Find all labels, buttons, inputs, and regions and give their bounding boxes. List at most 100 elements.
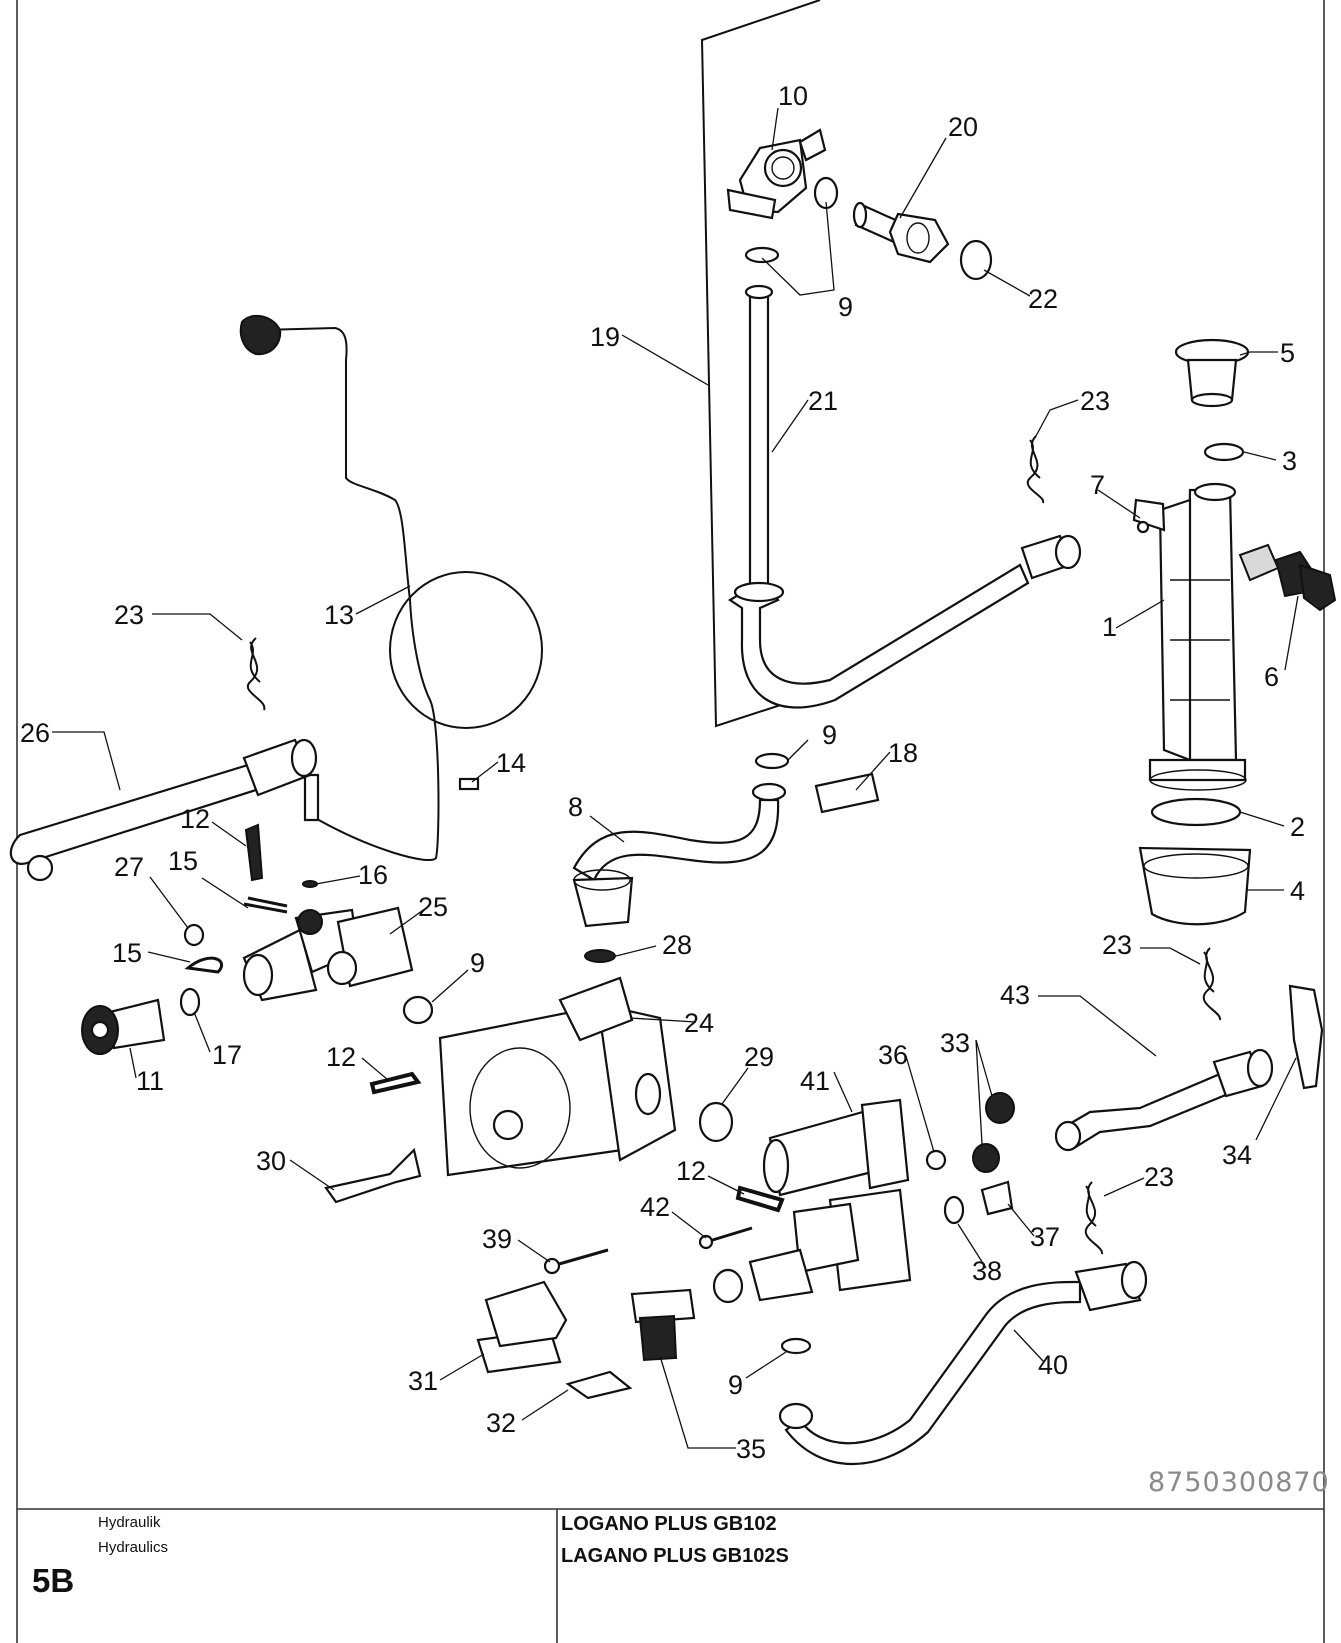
part-12-clip-b (369, 1071, 422, 1095)
callout-label: 23 (1080, 386, 1110, 416)
product-title-line-1: LOGANO PLUS GB102 (561, 1513, 777, 1535)
callout-label: 4 (1290, 876, 1305, 906)
part-23-clip-c (1202, 947, 1221, 1021)
callout-label: 32 (486, 1408, 516, 1438)
callout-label: 42 (640, 1192, 670, 1222)
part-28-ring (584, 949, 616, 963)
part-23-clip-d (1084, 1181, 1103, 1255)
part-4-holder (1138, 846, 1252, 926)
part-37-plug (980, 1180, 1014, 1216)
part-3-o-ring (1203, 442, 1245, 462)
product-title-line-2: LAGANO PLUS GB102S (561, 1545, 789, 1567)
part-38-o-ring (943, 1195, 965, 1225)
part-15-pin-a (243, 896, 288, 914)
part-25-valve-body (242, 906, 414, 1002)
part-40-pipe (778, 1260, 1148, 1466)
part-41-valve-group (712, 1098, 912, 1304)
section-code: 5B (32, 1562, 74, 1599)
callout-label: 9 (822, 720, 837, 750)
callout-label: 43 (1000, 980, 1030, 1010)
callout-label: 1 (1102, 612, 1117, 642)
part-21-pipe (727, 284, 1082, 709)
part-9-seal-ring-c (754, 752, 790, 770)
part-32-clip (565, 1370, 633, 1400)
part-26-pipe (9, 738, 318, 882)
part-29-o-ring (698, 1101, 734, 1143)
part-9-seal-ring-e (780, 1337, 812, 1355)
callout-label: 5 (1280, 338, 1295, 368)
callout-label: 9 (728, 1370, 743, 1400)
callout-label: 25 (418, 892, 448, 922)
part-34-bracket (1288, 984, 1324, 1090)
callout-label: 11 (136, 1066, 164, 1096)
part-18-clamp (814, 772, 880, 814)
part-42-screw-head (698, 1234, 714, 1250)
callout-label: 10 (778, 81, 808, 111)
part-12-clip-c (735, 1185, 785, 1213)
callout-label: 14 (496, 748, 526, 778)
callout-label: 34 (1222, 1140, 1252, 1170)
callout-label: 6 (1264, 662, 1279, 692)
part-2-o-ring (1150, 797, 1242, 827)
part-10-elbow-connector (726, 128, 827, 220)
part-9-seal-ring-d (402, 995, 434, 1025)
part-9-seal-ring-b (744, 246, 780, 264)
part-27-o-ring (183, 923, 205, 947)
callout-label: 24 (684, 1008, 714, 1038)
part-15-pin-b (184, 956, 224, 974)
callout-label: 18 (888, 738, 918, 768)
callout-label: 15 (168, 846, 198, 876)
part-33-ring-a (985, 1092, 1015, 1124)
callout-label: 12 (676, 1156, 706, 1186)
callout-label: 8 (568, 792, 583, 822)
part-8-pipe (572, 782, 787, 928)
callout-label: 41 (800, 1066, 830, 1096)
part-6-fittings (1238, 543, 1337, 612)
subtitle-english: Hydraulics (98, 1539, 168, 1556)
drawing-frame (16, 0, 1325, 1643)
part-23-clip-a (1026, 435, 1045, 504)
callout-label: 7 (1090, 470, 1105, 500)
callout-label: 27 (114, 852, 144, 882)
part-7-screw (1136, 520, 1150, 534)
callout-label: 12 (180, 804, 210, 834)
callout-label: 12 (326, 1042, 356, 1072)
callout-label: 23 (1102, 930, 1132, 960)
part-20-nipple-nut (852, 201, 950, 264)
callout-label: 31 (408, 1366, 438, 1396)
part-39-pin-head (543, 1257, 561, 1275)
callout-label: 40 (1038, 1350, 1068, 1380)
callout-label: 21 (808, 386, 838, 416)
drawing-number: 8750300870 (1148, 1467, 1330, 1498)
part-14-clamp (458, 777, 480, 791)
callout-label: 13 (324, 600, 354, 630)
callout-label: 9 (838, 292, 853, 322)
callout-label: 26 (20, 718, 50, 748)
callout-label: 9 (470, 948, 485, 978)
callout-label: 3 (1282, 446, 1297, 476)
callout-labels: 10 20 9 22 19 21 5 23 3 7 1 6 13 23 26 1… (20, 81, 1305, 1464)
callout-label: 15 (112, 938, 142, 968)
callout-label: 33 (940, 1028, 970, 1058)
callout-label: 35 (736, 1434, 766, 1464)
part-31-cover (476, 1280, 568, 1374)
part-22-seal-ring (959, 239, 993, 281)
part-30-bracket (324, 1147, 422, 1204)
part-23-clip-b (246, 637, 266, 711)
part-43-pipe (1054, 1048, 1274, 1152)
callout-label: 19 (590, 322, 620, 352)
part-13-sensor-cable (239, 314, 543, 862)
part-17-o-ring (179, 987, 201, 1017)
leader-lines (52, 107, 1299, 1449)
part-24-pump (438, 976, 677, 1177)
callout-label: 30 (256, 1146, 286, 1176)
subtitle-german: Hydraulik (98, 1514, 161, 1531)
callout-label: 2 (1290, 812, 1305, 842)
part-16-o-ring (302, 880, 318, 888)
part-39-pin (551, 1248, 609, 1268)
callout-label: 17 (212, 1040, 242, 1070)
part-11-connector (81, 998, 166, 1055)
callout-label: 28 (662, 930, 692, 960)
part-35-sensor (630, 1288, 696, 1362)
